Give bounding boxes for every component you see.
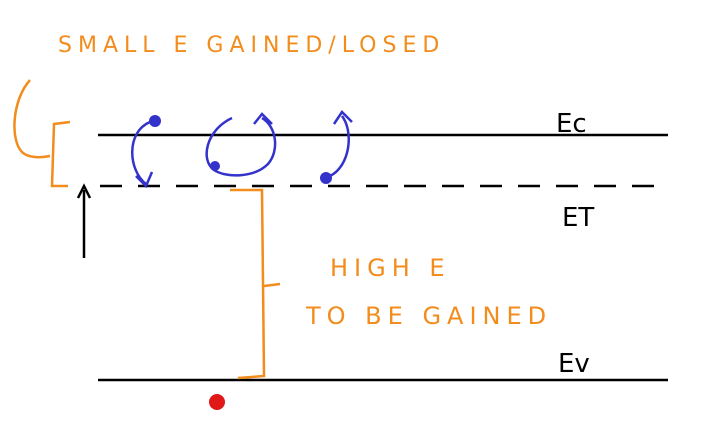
electron-trap <box>320 172 332 184</box>
conduction-band-label: Ec <box>556 109 587 139</box>
small-gap-bracket <box>50 120 71 188</box>
small-energy-label: SMALL E GAINED/LOSED <box>58 33 445 58</box>
exchange-loop <box>205 116 277 177</box>
high-energy-label-line1: HIGH E <box>330 254 451 282</box>
valence-band-label: Ev <box>558 349 590 379</box>
trap-level-label: ET <box>562 203 594 233</box>
high-energy-label-line2: TO BE GAINED <box>305 302 552 330</box>
emission-arrow-right <box>329 115 350 178</box>
capture-arrow-left <box>131 120 151 185</box>
capture-arrow-left-head <box>135 171 154 189</box>
exchange-loop-head-up <box>253 112 273 125</box>
energy-arrow-head <box>76 183 92 199</box>
electron-trap-mid <box>210 161 220 171</box>
emission-arrow-right-head <box>332 110 353 125</box>
small-gap-brace <box>13 79 51 159</box>
hole-valence <box>209 394 225 410</box>
electron-conduction <box>149 115 161 127</box>
large-gap-bracket <box>230 188 266 380</box>
large-gap-tick <box>263 282 281 288</box>
